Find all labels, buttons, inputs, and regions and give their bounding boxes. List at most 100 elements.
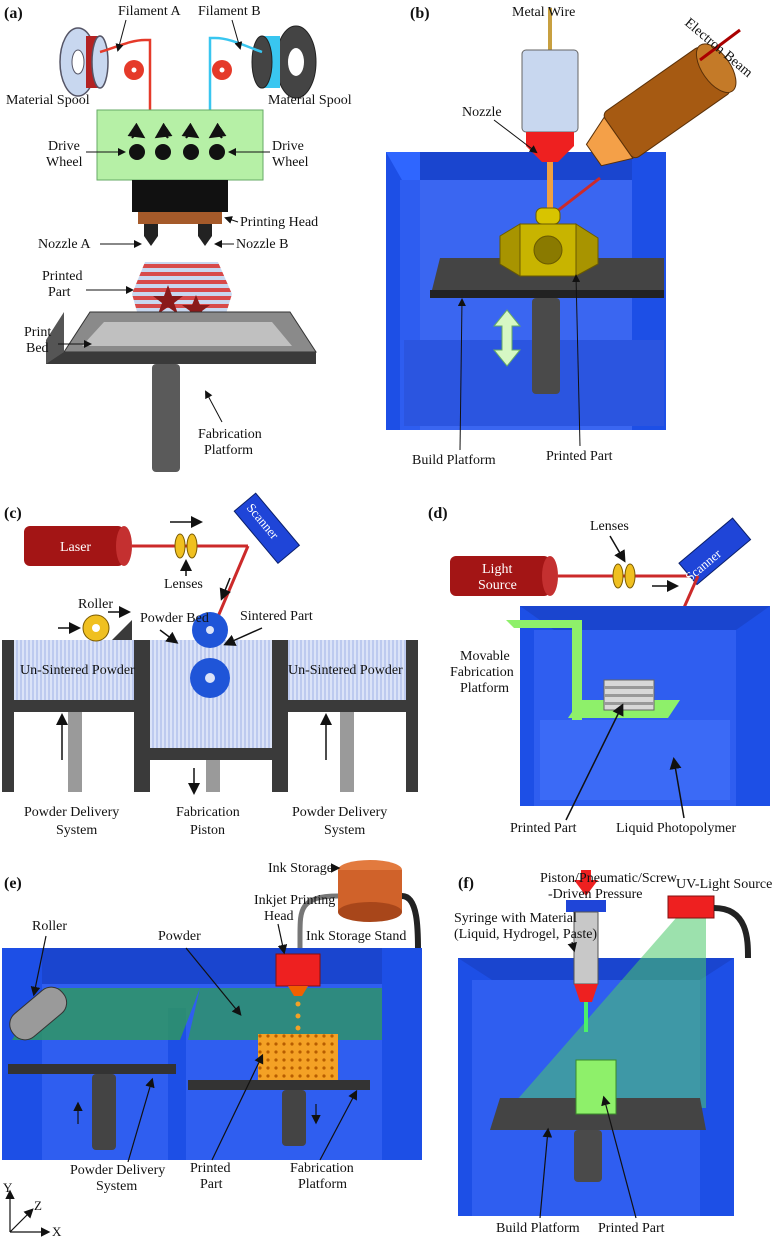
panel-b: (b) [386, 5, 755, 468]
roller-e [9, 986, 68, 1041]
powder-layer [188, 988, 382, 1040]
label-axis-z: Z [34, 1198, 42, 1213]
panel-e: (e) Ink Storage Inkjet Print [2, 860, 422, 1239]
sintered-gears [190, 612, 230, 698]
label-fab-piston-1: Fabrication [176, 805, 240, 820]
label-drive-left-2: Wheel [46, 155, 83, 170]
liquid-photopolymer [540, 720, 730, 800]
light-source-body [450, 556, 550, 596]
wire-feeder [521, 49, 579, 133]
label-fab-e-1: Fabrication [290, 1161, 354, 1176]
printed-part-e [258, 1034, 338, 1080]
label-unsintered-right: Un-Sintered Powder [288, 663, 403, 678]
label-movable-3: Platform [460, 681, 509, 696]
label-powder: Powder [158, 929, 201, 944]
label-ink-stand: Ink Storage Stand [306, 929, 406, 944]
platform-column [152, 364, 180, 472]
label-lenses-c: Lenses [164, 577, 203, 592]
panel-d-letter: (d) [428, 505, 448, 522]
panel-c: (c) Laser Scanner [2, 492, 418, 838]
nozzle-b-shape [198, 224, 212, 246]
label-pds-right-1: Powder Delivery [292, 805, 387, 820]
label-filament-b: Filament B [198, 4, 261, 19]
label-ink-storage: Ink Storage [268, 861, 333, 876]
label-fab-e-2: Platform [298, 1177, 347, 1192]
electron-beam-line [555, 176, 601, 214]
label-movable-1: Movable [460, 649, 510, 664]
label-sintered-part: Sintered Part [240, 609, 313, 624]
label-drive-right-2: Wheel [272, 155, 309, 170]
print-head-body [132, 180, 228, 212]
printed-part-d [603, 679, 655, 711]
scanner-d [678, 517, 752, 586]
label-build-platform-b: Build Platform [412, 453, 496, 468]
label-drive-right-1: Drive [272, 139, 304, 154]
label-drive-left-1: Drive [48, 139, 80, 154]
drive-wheel-icons [129, 144, 225, 160]
label-build-platform-f: Build Platform [496, 1221, 580, 1236]
nozzle-b-head [526, 132, 574, 162]
syringe-plunger [566, 900, 606, 912]
label-metal-wire: Metal Wire [512, 5, 575, 20]
syringe-body [573, 911, 599, 985]
label-roller-c: Roller [78, 597, 113, 612]
label-fab-platform-1: Fabrication [198, 427, 262, 442]
label-inkjet-2: Head [264, 909, 294, 924]
label-uv: UV-Light Source [676, 877, 772, 892]
electron-beam-gun [585, 43, 737, 167]
label-piston-2: -Driven Pressure [548, 887, 642, 902]
label-lenses-d: Lenses [590, 519, 629, 534]
material-spool-left [59, 27, 109, 97]
unsintered-right [288, 640, 406, 700]
label-pds-right-2: System [324, 823, 365, 838]
guide-roller-a-hub [131, 67, 137, 73]
panel-c-letter: (c) [4, 505, 22, 522]
label-axis-x: X [52, 1224, 62, 1239]
label-powder-bed: Powder Bed [140, 611, 209, 626]
label-filament-a: Filament A [118, 4, 182, 19]
label-light-source-2: Source [478, 578, 517, 593]
drive-housing [96, 109, 264, 181]
label-liquid-photopolymer: Liquid Photopolymer [616, 821, 737, 836]
filament-a-line [99, 38, 152, 185]
filament-b-line [208, 36, 263, 185]
label-syringe-1: Syringe with Material [454, 911, 577, 926]
label-nozzle-a: Nozzle A [38, 237, 91, 252]
label-pds-e-2: System [96, 1179, 137, 1194]
printed-part-f [575, 1059, 617, 1115]
scanner-c [233, 492, 301, 564]
vertical-motion-arrow [492, 309, 522, 367]
inkjet-head [275, 953, 321, 987]
panel-a-letter: (a) [4, 5, 23, 22]
label-roller-e: Roller [32, 919, 67, 934]
label-piston-1: Piston/Pneumatic/Screw [540, 871, 678, 886]
panel-a: (a) [4, 4, 352, 472]
label-nozzle-b: Nozzle [462, 105, 502, 120]
label-printed-part-b: Printed Part [546, 449, 613, 464]
label-fab-platform-2: Platform [204, 443, 253, 458]
label-printing-head: Printing Head [240, 215, 318, 230]
build-platform-b [430, 258, 664, 298]
panel-f: (f) Piston/Pneumatic/Screw -Driven Press… [454, 870, 772, 1236]
label-light-source-1: Light [482, 562, 512, 577]
guide-roller-b-hub [219, 67, 225, 73]
label-spool-left: Material Spool [6, 93, 90, 108]
panel-b-letter: (b) [410, 5, 430, 22]
laser-body [24, 526, 124, 566]
label-printed-part-f: Printed Part [598, 1221, 665, 1236]
movable-platform [506, 620, 580, 628]
label-print-bed-2: Bed [26, 341, 49, 356]
label-printed-e-1: Printed [190, 1161, 230, 1176]
panel-f-letter: (f) [458, 875, 474, 892]
print-head-plate [138, 212, 222, 224]
label-nozzle-b: Nozzle B [236, 237, 288, 252]
label-fab-piston-2: Piston [190, 823, 225, 838]
label-movable-2: Fabrication [450, 665, 514, 680]
label-laser: Laser [60, 540, 91, 555]
axis-indicator [5, 1189, 51, 1237]
label-spool-right: Material Spool [268, 93, 352, 108]
tank-e [2, 948, 42, 1160]
unsintered-left [14, 640, 134, 700]
metal-wire [548, 8, 552, 58]
label-syringe-2: (Liquid, Hydrogel, Paste) [454, 927, 597, 942]
